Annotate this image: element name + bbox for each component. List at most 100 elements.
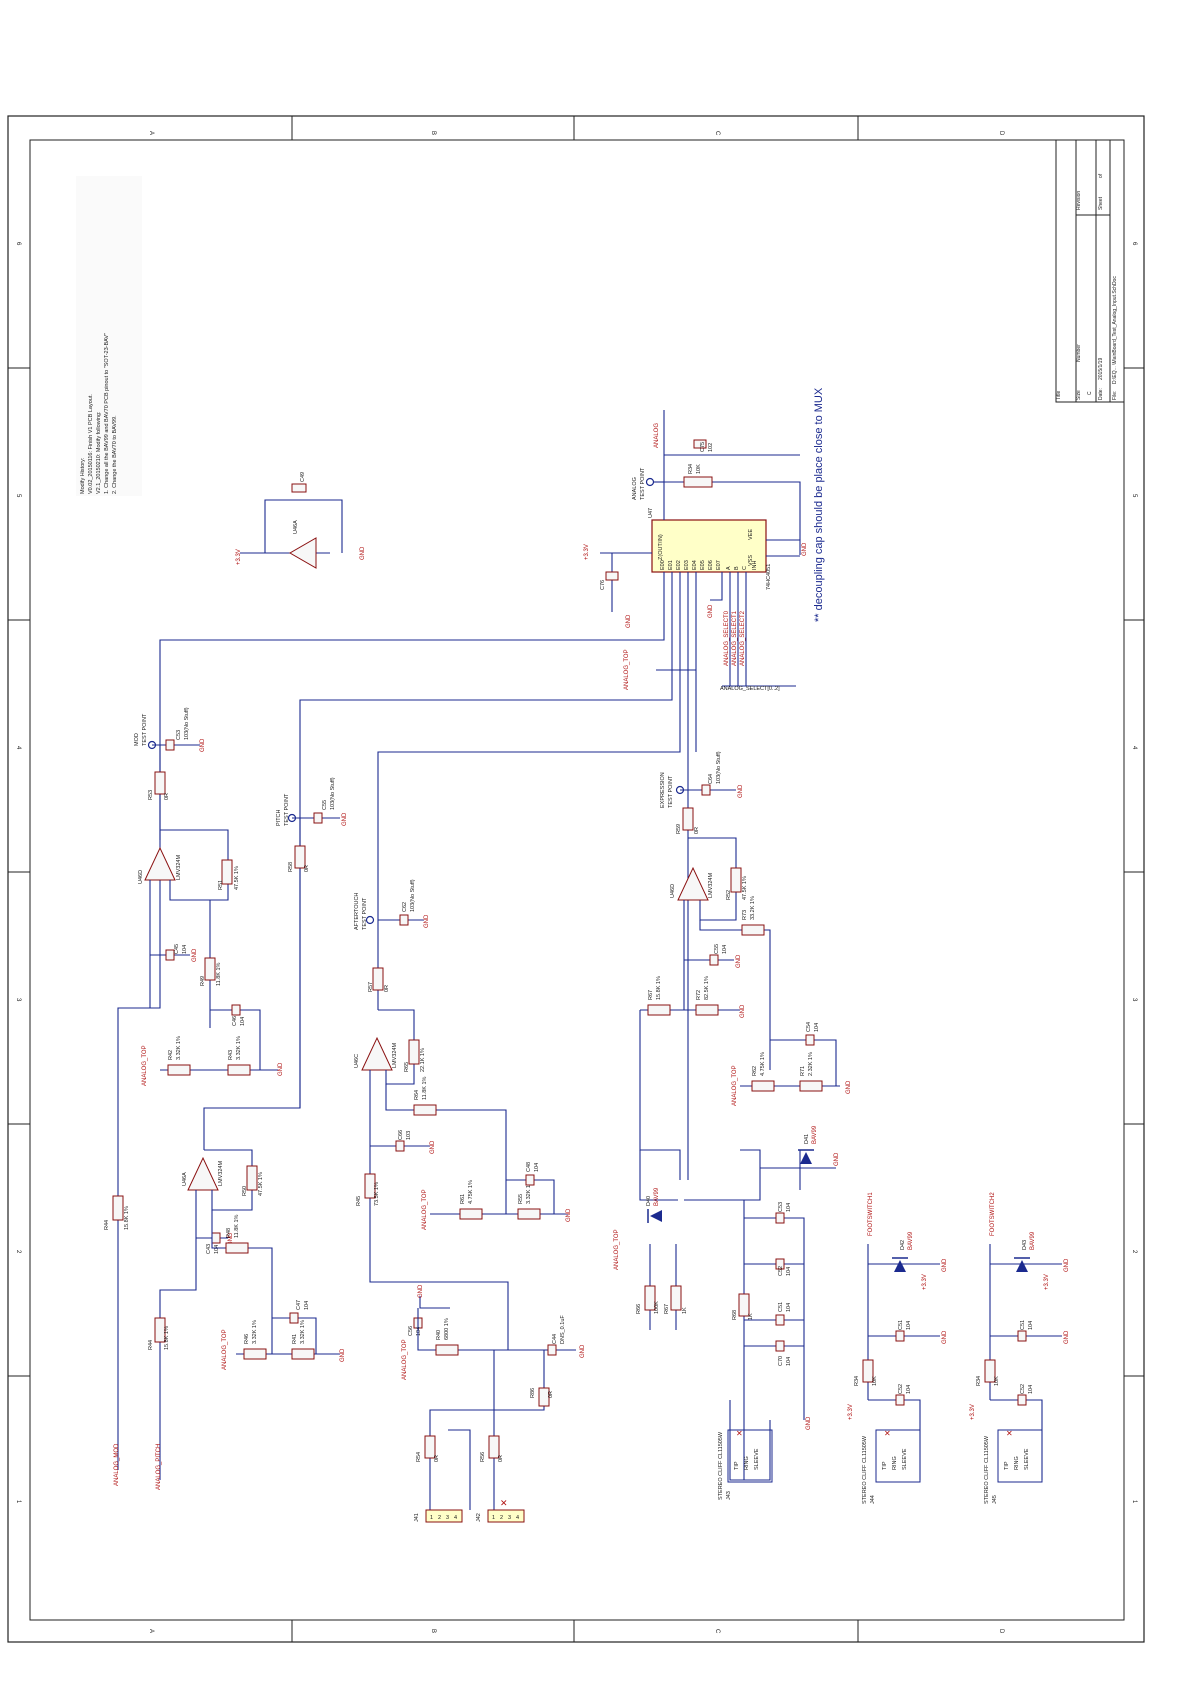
zone-number-6-right: 6 bbox=[1131, 242, 1137, 246]
r45-val: 73.5K 1% bbox=[374, 1182, 380, 1206]
gnd-pitch-tp: GND bbox=[342, 812, 348, 826]
r72-val: 82.5K 1% bbox=[704, 976, 710, 1000]
mux-pin-e04: E04 bbox=[692, 560, 698, 570]
tp-aftertouch-1: AFTERTOUCH bbox=[354, 893, 360, 930]
expression-channel: EXPRESSION TEST POINT C64 103(No Stuff) … bbox=[639, 751, 852, 1180]
mux-gnd-1: GND bbox=[626, 614, 632, 628]
j42-pin2: 2 bbox=[500, 1515, 503, 1521]
no-connect-icon: ✕ bbox=[500, 1498, 508, 1508]
history-line-2: V0.02_20150116: Finish V1 PCB Layout. bbox=[88, 394, 94, 494]
u46d-part: LMV324M bbox=[176, 855, 182, 880]
j44-ref: J44 bbox=[870, 1495, 876, 1504]
gnd-c56: GND bbox=[418, 1284, 424, 1298]
gnd-c66: GND bbox=[430, 1140, 436, 1154]
r46-ref: R46 bbox=[244, 1334, 250, 1344]
r52-val: 47.5K 1% bbox=[742, 876, 748, 900]
gnd-r71: GND bbox=[846, 1080, 852, 1094]
j42-ref: J42 bbox=[476, 1513, 482, 1522]
r59-ref: R59 bbox=[676, 824, 682, 834]
j42-pin1: 1 bbox=[492, 1515, 495, 1521]
c64-val: 103(No Stuff) bbox=[716, 751, 722, 784]
c60-ref: C51 bbox=[1020, 1320, 1026, 1330]
j41-ref: J41 bbox=[414, 1513, 420, 1522]
d41-part: BAV99 bbox=[812, 1125, 818, 1144]
j43-part: STEREO CLIFF CL11505W bbox=[718, 1431, 724, 1500]
r46-val: 3.32K 1% bbox=[252, 1320, 258, 1344]
r57-val: 0R bbox=[384, 985, 390, 992]
zone-letter-a-bottom: A bbox=[148, 1629, 154, 1633]
pitch-channel: PITCH TEST POINT C55 103(No Stuff) GND R… bbox=[148, 777, 348, 1490]
size-label: Size bbox=[1076, 390, 1082, 400]
r48-ref: R48 bbox=[226, 1228, 232, 1238]
r66-val: 100K bbox=[654, 1301, 660, 1314]
net-analog-mod: ANALOG_MOD bbox=[114, 1443, 120, 1486]
mux-pin-a: A bbox=[726, 566, 732, 570]
c51-ref: C51 bbox=[778, 1302, 784, 1312]
r44-val: 15.8K 1% bbox=[164, 1326, 170, 1350]
c44-val: DNS_0.1uF bbox=[560, 1315, 566, 1344]
u46d-exp-part: LMV324M bbox=[708, 873, 714, 898]
mux-pin-e06: E06 bbox=[708, 560, 714, 570]
c75-val: 102 bbox=[708, 443, 714, 452]
tp-pitch-2: TEST POINT bbox=[284, 793, 290, 826]
c53b-val: 104 bbox=[786, 1203, 792, 1212]
j45-part: STEREO CLIFF CL11505W bbox=[984, 1435, 990, 1504]
c52-val: 104 bbox=[786, 1267, 792, 1276]
r69-val: 10K bbox=[872, 1376, 878, 1386]
c59-ref: C51 bbox=[898, 1320, 904, 1330]
zone-number-5-right: 5 bbox=[1131, 494, 1137, 498]
j41-pin4: 4 bbox=[454, 1515, 457, 1521]
r70-ref: R34 bbox=[976, 1376, 982, 1386]
d40-part: BAV99 bbox=[654, 1187, 660, 1206]
gnd-aftertouch-tp: GND bbox=[424, 914, 430, 928]
r44-ref: R44 bbox=[148, 1340, 154, 1350]
r68-ref: R68 bbox=[732, 1310, 738, 1320]
net-analog-select0: ANALOG_SELECT0 bbox=[724, 610, 730, 666]
date-label: Date: bbox=[1098, 388, 1104, 400]
j44-no-connect-icon: ✕ bbox=[884, 1429, 891, 1438]
c47-ref: C47 bbox=[296, 1300, 302, 1310]
j44-tip: TIP bbox=[882, 1461, 888, 1470]
r49-val: 11.8K 1% bbox=[216, 962, 222, 986]
tp-analog-2: TEST POINT bbox=[640, 467, 646, 500]
r52-ref: R52 bbox=[726, 890, 732, 900]
d42-ref: D42 bbox=[900, 1240, 906, 1250]
mux-pin-e07: E07 bbox=[716, 560, 722, 570]
r61-val: 4.75K 1% bbox=[468, 1180, 474, 1204]
c64-ref: C64 bbox=[708, 774, 714, 784]
r42-val: 3.32K 1% bbox=[176, 1036, 182, 1060]
r67-ref: R67 bbox=[648, 990, 654, 1000]
r43-val: 3.32K 1% bbox=[236, 1036, 242, 1060]
r55-val: 3.32K 1% bbox=[526, 1180, 532, 1204]
r71-ref: R71 bbox=[800, 1066, 806, 1076]
j45-tip: TIP bbox=[1004, 1461, 1010, 1470]
zone-letter-c-bottom: C bbox=[714, 1629, 720, 1634]
j41-pin1: 1 bbox=[430, 1515, 433, 1521]
r59-val: 0R bbox=[694, 827, 700, 834]
j43-ref: J43 bbox=[726, 1491, 732, 1500]
zone-number-4-right: 4 bbox=[1131, 746, 1137, 750]
r73-ref: R73 bbox=[742, 910, 748, 920]
j44-ring: RING bbox=[892, 1456, 898, 1470]
r53-val: 0R bbox=[164, 793, 170, 800]
c51-val: 104 bbox=[786, 1303, 792, 1312]
gnd-d41: GND bbox=[834, 1152, 840, 1166]
r50-ref: R50 bbox=[242, 1186, 248, 1196]
c43-val: 104 bbox=[214, 1245, 220, 1254]
net-analog-out: ANALOG bbox=[654, 423, 660, 448]
r41-val: 3.32K 1% bbox=[300, 1320, 306, 1344]
r34-val: 10K bbox=[696, 464, 702, 474]
file-value: D:\EQ... \MainBoard_Test_Analog_Input.Sc… bbox=[1112, 276, 1118, 384]
j41-pin2: 2 bbox=[438, 1515, 441, 1521]
footswitch2-section: FOOTSWITCH2 D43 BAV99 GND +3.3V C51 104 … bbox=[970, 1192, 1070, 1504]
tp-pitch-1: PITCH bbox=[276, 809, 282, 826]
c75-ref: C75 bbox=[700, 442, 706, 452]
r54-ref: R54 bbox=[416, 1452, 422, 1462]
opamp-power-unit: U46A C49 +3.3V GND bbox=[236, 472, 366, 569]
gnd-c59: GND bbox=[942, 1330, 948, 1344]
u46c-part: LMV324M bbox=[392, 1043, 398, 1068]
r67b-val: 1K bbox=[682, 1307, 688, 1314]
zone-number-5-left: 5 bbox=[15, 494, 21, 498]
tp-analog-1: ANALOG bbox=[632, 477, 638, 500]
j43-ring: RING bbox=[744, 1456, 750, 1470]
